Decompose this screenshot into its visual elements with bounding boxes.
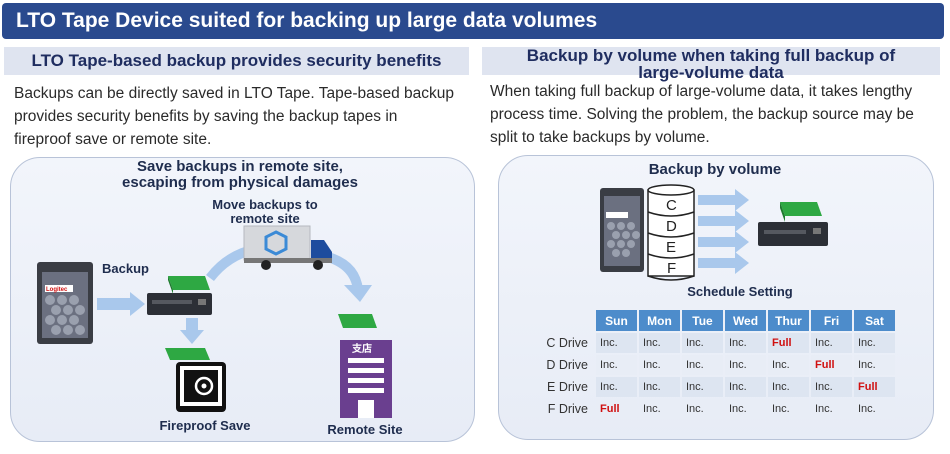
day-header: Tue xyxy=(682,310,723,331)
volume-stack-icon xyxy=(647,184,695,281)
schedule-cell: Full xyxy=(854,377,895,397)
remote-panel-title: Save backups in remote site, escaping fr… xyxy=(60,159,420,191)
day-header: Fri xyxy=(811,310,852,331)
remote-panel-title-line-1: Save backups in remote site, xyxy=(137,158,343,175)
volume-panel-title: Backup by volume xyxy=(648,161,782,178)
drive-label: F Drive xyxy=(547,402,588,416)
volume-server-icon xyxy=(600,188,644,272)
schedule-cell: Inc. xyxy=(725,355,766,375)
schedule-cell: Inc. xyxy=(811,333,852,353)
schedule-cell: Inc. xyxy=(639,377,680,397)
table-row: F Drive Full Inc. Inc. Inc. Inc. Inc. In… xyxy=(522,399,895,419)
schedule-cell: Inc. xyxy=(811,377,852,397)
move-backups-label: Move backups to remote site xyxy=(205,198,325,226)
schedule-cell: Inc. xyxy=(639,355,680,375)
server-tower-icon xyxy=(37,262,93,344)
day-header: Wed xyxy=(725,310,766,331)
schedule-cell: Inc. xyxy=(768,355,809,375)
schedule-header-row: Sun Mon Tue Wed Thur Fri Sat xyxy=(522,310,895,331)
right-heading-line-2: large-volume data xyxy=(638,63,784,82)
left-desc-line-1: Backups can be directly saved in LTO Tap… xyxy=(14,85,455,102)
right-description: When taking full backup of large-volume … xyxy=(490,80,940,149)
schedule-cell: Full xyxy=(596,399,637,419)
arrow-to-drive-icon xyxy=(97,292,145,316)
schedule-cell: Inc. xyxy=(811,399,852,419)
fireproof-safe-icon xyxy=(165,348,226,412)
schedule-corner-cell xyxy=(522,310,594,331)
left-description: Backups can be directly saved in LTO Tap… xyxy=(14,82,469,151)
schedule-cell: Full xyxy=(811,355,852,375)
schedule-cell: Inc. xyxy=(596,333,637,353)
day-header: Thur xyxy=(768,310,809,331)
move-label-line-2: remote site xyxy=(230,211,300,226)
volume-c-label: C xyxy=(666,197,677,214)
backup-label: Backup xyxy=(102,261,149,276)
schedule-cell: Inc. xyxy=(682,377,723,397)
right-heading-line-1: Backup by volume when taking full backup… xyxy=(526,46,896,65)
right-desc-line-3: split to take backups by volume. xyxy=(490,129,710,146)
table-row: C Drive Inc. Inc. Inc. Inc. Full Inc. In… xyxy=(522,333,895,353)
schedule-cell: Inc. xyxy=(768,377,809,397)
main-banner-title: LTO Tape Device suited for backing up la… xyxy=(2,3,944,39)
schedule-cell: Inc. xyxy=(682,333,723,353)
schedule-cell: Inc. xyxy=(725,377,766,397)
right-section-heading: Backup by volume when taking full backup… xyxy=(482,46,940,81)
branch-sign-text: 支店 xyxy=(351,342,372,355)
volume-d-label: D xyxy=(666,218,677,235)
drive-label: C Drive xyxy=(546,336,588,350)
move-label-line-1: Move backups to xyxy=(212,197,318,212)
schedule-cell: Inc. xyxy=(639,399,680,419)
schedule-table: Sun Mon Tue Wed Thur Fri Sat C Drive Inc… xyxy=(520,308,897,421)
volume-backup-illustration: C D E F xyxy=(600,184,828,281)
schedule-cell: Inc. xyxy=(725,399,766,419)
volume-arrows-icon xyxy=(698,189,749,274)
truck-icon xyxy=(243,225,332,270)
day-header: Sun xyxy=(596,310,637,331)
schedule-cell: Inc. xyxy=(596,377,637,397)
remote-backup-illustration: Logitec xyxy=(37,225,392,418)
volume-tape-drive-icon xyxy=(758,202,828,246)
drive-label: D Drive xyxy=(546,358,588,372)
remote-panel-title-line-2: escaping from physical damages xyxy=(122,174,358,191)
tape-cartridge-icon xyxy=(168,276,210,294)
schedule-cell: Inc. xyxy=(768,399,809,419)
tape-drive-icon xyxy=(147,293,212,315)
remote-building-icon xyxy=(338,314,392,418)
arrow-to-safe-icon xyxy=(180,318,204,344)
left-section-heading: LTO Tape-based backup provides security … xyxy=(4,47,469,75)
schedule-cell: Inc. xyxy=(854,399,895,419)
schedule-cell: Inc. xyxy=(639,333,680,353)
schedule-cell: Inc. xyxy=(725,333,766,353)
schedule-cell: Inc. xyxy=(854,333,895,353)
day-header: Sat xyxy=(854,310,895,331)
schedule-cell: Inc. xyxy=(854,355,895,375)
schedule-title: Schedule Setting xyxy=(687,284,793,299)
remote-site-label: Remote Site xyxy=(327,422,403,437)
right-desc-line-1: When taking full backup of large-volume … xyxy=(490,83,913,100)
left-desc-line-3: fireproof save or remote site. xyxy=(14,131,212,148)
right-desc-line-2: process time. Solving the problem, the b… xyxy=(490,106,914,123)
table-row: E Drive Inc. Inc. Inc. Inc. Inc. Inc. Fu… xyxy=(522,377,895,397)
schedule-cell: Inc. xyxy=(596,355,637,375)
volume-e-label: E xyxy=(666,239,676,256)
schedule-cell: Inc. xyxy=(682,355,723,375)
server-logo-text: Logitec xyxy=(46,287,68,293)
volume-f-label: F xyxy=(667,260,676,277)
schedule-cell: Full xyxy=(768,333,809,353)
left-desc-line-2: provides security benefits by saving the… xyxy=(14,108,398,125)
curved-arrow-to-site-icon xyxy=(344,285,372,302)
schedule-cell: Inc. xyxy=(682,399,723,419)
drive-label: E Drive xyxy=(547,380,588,394)
table-row: D Drive Inc. Inc. Inc. Inc. Inc. Full In… xyxy=(522,355,895,375)
fireproof-save-label: Fireproof Save xyxy=(159,418,251,433)
day-header: Mon xyxy=(639,310,680,331)
